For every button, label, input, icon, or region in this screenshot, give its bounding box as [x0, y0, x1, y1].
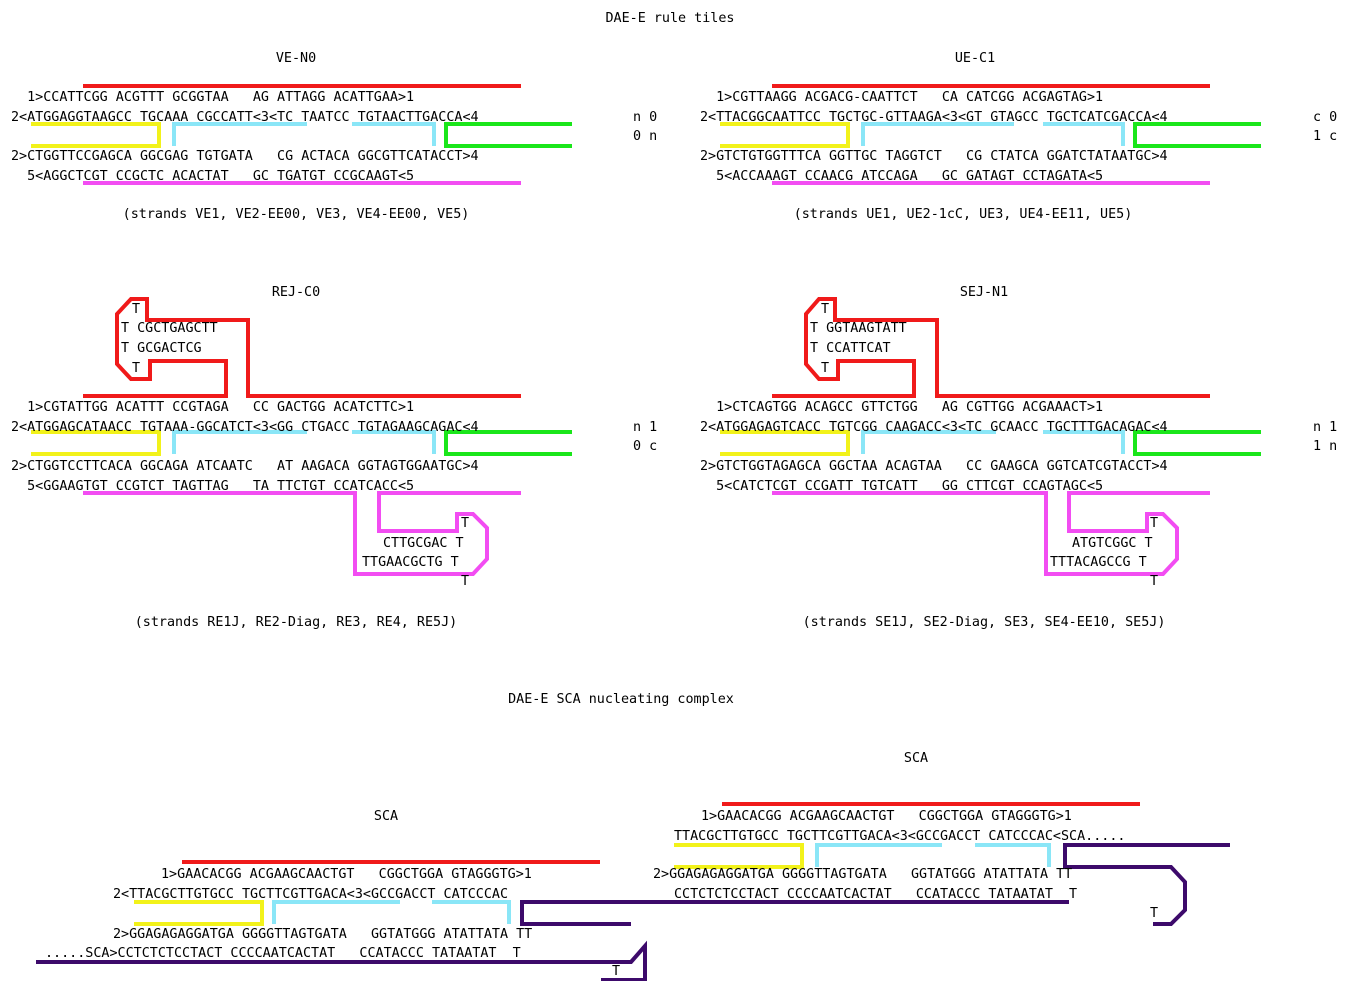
strand-4-green: [444, 430, 572, 456]
row-1: 1>CCATTCGG ACGTTT GCGGTAA AG ATTAGG ACAT…: [11, 90, 414, 105]
side-label-2: 1 n: [1313, 439, 1337, 454]
side-label-1: n 0: [633, 110, 657, 125]
row-1: 1>CTCAGTGG ACAGCC GTTCTGG AG CGTTGG ACGA…: [700, 400, 1103, 415]
strand-3-cyan-left: [815, 843, 942, 867]
sca-row-3: 2>GGAGAGAGGATGA GGGGTTAGTGATA GGTATGGG A…: [653, 867, 1072, 882]
rule-tiles-heading: DAE-E rule tiles: [606, 11, 735, 26]
hairpin-top-4: T: [132, 361, 140, 376]
sca-row-5: T: [612, 964, 620, 979]
row-3: 2>CTGGTCCTTCACA GGCAGA ATCAATC AT AAGACA…: [11, 459, 479, 474]
strand-4-green: [1133, 430, 1261, 456]
strand-3-cyan-left: [272, 900, 400, 924]
strand-3-cyan-right: [1043, 122, 1125, 146]
tile-caption: (strands VE1, VE2-EE00, VE3, VE4-EE00, V…: [123, 207, 470, 222]
sca-complex-right: SCA 1>GAACACGG ACGAAGCAACTGT CGGCTGGA GT…: [653, 751, 1230, 926]
tile-ue-c1: UE-C1 1>CGTTAAGG ACGACG-CAATTCT CA CATCG…: [700, 51, 1337, 222]
hairpin-bottom-2: CTTGCGAC T: [383, 536, 464, 551]
row-4: 5<CATCTCGT CCGATT TGTCATT GG CTTCGT CCAG…: [700, 479, 1103, 494]
sca-row-2: 2<TTACGCTTGTGCC TGCTTCGTTGACA<3<GCCGACCT…: [113, 887, 508, 902]
side-label-1: n 1: [1313, 420, 1337, 435]
hairpin-bottom-4: T: [1150, 574, 1158, 589]
hairpin-top-2: T GGTAAGTATT: [810, 321, 907, 336]
strand-5-magenta-hairpin: [83, 491, 521, 576]
hairpin-bottom-2: ATGTCGGC T: [1072, 536, 1153, 551]
tile-caption: (strands RE1J, RE2-Diag, RE3, RE4, RE5J): [135, 615, 457, 630]
strand-1-red-hairpin: [772, 297, 1210, 398]
hairpin-bottom-3: TTGAACGCTG T: [362, 555, 459, 570]
tile-title: SEJ-N1: [960, 285, 1008, 300]
sca-row-2: TTACGCTTGTGCC TGCTTCGTTGACA<3<GCCGACCT C…: [674, 829, 1125, 844]
tile-caption: (strands SE1J, SE2-Diag, SE3, SE4-EE10, …: [803, 615, 1166, 630]
row-2: 2<ATGGAGAGTCACC TGTCGG CAAGACC<3<TC GCAA…: [700, 420, 1168, 435]
strand-3-cyan-right: [975, 843, 1051, 867]
sca-row-1: 1>GAACACGG ACGAAGCAACTGT CGGCTGGA GTAGGG…: [701, 809, 1072, 824]
strand-4-purple-hairpin: [36, 900, 1069, 981]
row-2: 2<ATGGAGCATAACC TGTAAA-GGCATCT<3<GG CTGA…: [11, 420, 479, 435]
sca-row-1: 1>GAACACGG ACGAAGCAACTGT CGGCTGGA GTAGGG…: [161, 867, 532, 882]
row-4: 5<ACCAAAGT CCAACG ATCCAGA GC GATAGT CCTA…: [700, 169, 1103, 184]
side-label-1: c 0: [1313, 110, 1337, 125]
hairpin-bottom-3: TTTACAGCCG T: [1050, 555, 1147, 570]
hairpin-bottom-1: T: [1150, 516, 1158, 531]
side-label-1: n 1: [633, 420, 657, 435]
row-4: 5<GGAAGTGT CCGTCT TAGTTAG TA TTCTGT CCAT…: [11, 479, 414, 494]
tile-title: REJ-C0: [272, 285, 320, 300]
sca-row-5: T: [1150, 906, 1158, 921]
hairpin-top-3: T CCATTCAT: [810, 341, 891, 356]
strand-4-purple-hairpin: [1063, 843, 1230, 926]
strand-4-green: [444, 122, 572, 148]
hairpin-top-3: T GCGACTCG: [121, 341, 202, 356]
hairpin-bottom-1: T: [461, 516, 469, 531]
strand-2-yellow: [674, 843, 804, 869]
hairpin-top-1: T: [132, 302, 140, 317]
strand-3-cyan-right: [1043, 430, 1125, 454]
hairpin-bottom-4: T: [461, 574, 469, 589]
strand-2-yellow: [720, 122, 850, 148]
tile-caption: (strands UE1, UE2-1cC, UE3, UE4-EE11, UE…: [794, 207, 1133, 222]
sca-row-4: CCTCTCTCCTACT CCCCAATCACTAT CCATACCC TAT…: [674, 887, 1077, 902]
tile-title: UE-C1: [955, 51, 995, 66]
hairpin-top-1: T: [821, 302, 829, 317]
row-4: 5<AGGCTCGT CCGCTC ACACTAT GC TGATGT CCGC…: [11, 169, 414, 184]
sca-row-4: .....SCA>CCTCTCTCCTACT CCCCAATCACTAT CCA…: [45, 946, 521, 961]
row-2: 2<ATGGAGGTAAGCC TGCAAA CGCCATT<3<TC TAAT…: [11, 110, 479, 125]
sca-title: SCA: [374, 809, 398, 824]
strand-2-yellow: [134, 900, 264, 926]
tile-ve-n0: VE-N0 1>CCATTCGG ACGTTT GCGGTAA AG ATTAG…: [11, 51, 657, 222]
strand-1-red-hairpin: [83, 297, 521, 398]
strand-3-cyan-left: [172, 430, 307, 454]
strand-3-cyan-right: [432, 900, 511, 924]
strand-2-yellow: [31, 430, 161, 456]
strand-3-cyan-left: [861, 430, 996, 454]
row-1: 1>CGTTAAGG ACGACG-CAATTCT CA CATCGG ACGA…: [700, 90, 1103, 105]
strand-4-green: [1133, 122, 1261, 148]
hairpin-top-2: T CGCTGAGCTT: [121, 321, 218, 336]
row-1: 1>CGTATTGG ACATTT CCGTAGA CC GACTGG ACAT…: [11, 400, 414, 415]
side-label-2: 1 c: [1313, 129, 1337, 144]
sca-complex-left: SCA 1>GAACACGG ACGAAGCAACTGT CGGCTGGA GT…: [36, 809, 1069, 981]
row-3: 2>GTCTGGTAGAGCA GGCTAA ACAGTAA CC GAAGCA…: [700, 459, 1168, 474]
hairpin-top-4: T: [821, 361, 829, 376]
sca-title: SCA: [904, 751, 928, 766]
strand-5-magenta-hairpin: [772, 491, 1210, 576]
tile-rej-c0: REJ-C0 T T CGCTGAGCTT T GCGACTCG T T CTT…: [11, 285, 657, 630]
strand-2-yellow: [720, 430, 850, 456]
nucleating-complex-heading: DAE-E SCA nucleating complex: [508, 692, 734, 707]
strand-2-yellow: [31, 122, 161, 148]
row-3: 2>CTGGTTCCGAGCA GGCGAG TGTGATA CG ACTACA…: [11, 149, 479, 164]
sca-row-3: 2>GGAGAGAGGATGA GGGGTTAGTGATA GGTATGGG A…: [113, 927, 532, 942]
tile-title: VE-N0: [276, 51, 316, 66]
strand-3-cyan-right: [352, 122, 436, 146]
strand-3-cyan-left: [172, 122, 307, 146]
side-label-2: 0 n: [633, 129, 657, 144]
side-label-2: 0 c: [633, 439, 657, 454]
strand-3-cyan-right: [352, 430, 436, 454]
strand-3-cyan-left: [861, 122, 1014, 146]
row-2: 2<TTACGGCAATTCC TGCTGC-GTTAAGA<3<GT GTAG…: [700, 110, 1168, 125]
row-3: 2>GTCTGTGGTTTCA GGTTGC TAGGTCT CG CTATCA…: [700, 149, 1168, 164]
tile-sej-n1: SEJ-N1 T T GGTAAGTATT T CCATTCAT T T ATG…: [700, 285, 1337, 630]
